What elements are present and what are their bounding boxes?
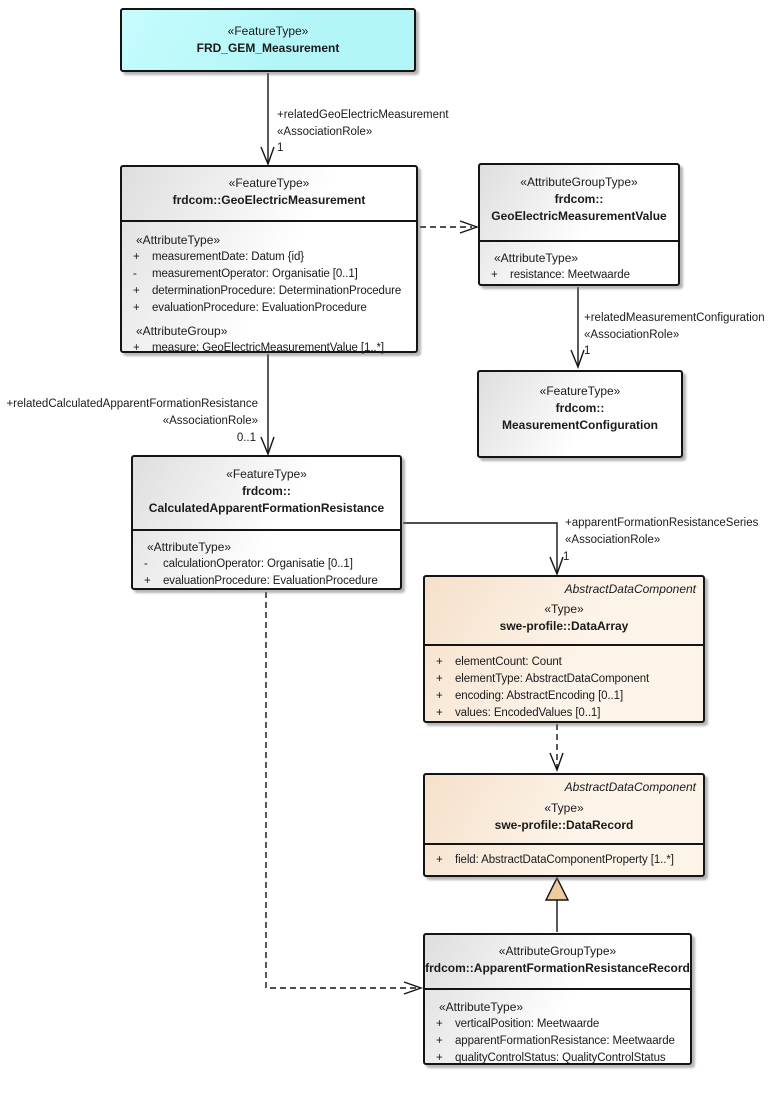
class-box-geoelectric-measurement-value[interactable]: «AttributeGroupType» frdcom:: GeoElectri…	[478, 163, 680, 286]
parent-class-label: AbstractDataComponent	[564, 582, 696, 596]
class-box-frd-gem-measurement[interactable]: «FeatureType» FRD_GEM_Measurement	[120, 8, 416, 72]
attribute-stereotype: «AttributeGroup»	[136, 324, 228, 338]
class-name: swe-profile::DataRecord	[494, 818, 634, 832]
attribute-row: -measurementOperator: Organisatie [0..1]	[133, 268, 358, 280]
association-role-name: +relatedCalculatedApparentFormationResis…	[6, 398, 258, 410]
association-role-stereotype: «AssociationRole»	[277, 126, 373, 138]
attribute-compartment: «AttributeType» +verticalPosition: Meetw…	[425, 988, 690, 1067]
stereotype-label: «Type»	[544, 602, 584, 616]
association-role-name: +relatedMeasurementConfiguration	[584, 312, 765, 324]
class-name: frdcom::ApparentFormationResistanceRecor…	[425, 961, 690, 975]
attribute-row: +qualityControlStatus: QualityControlSta…	[436, 1052, 666, 1064]
class-name: CalculatedApparentFormationResistance	[148, 501, 385, 515]
attribute-compartment: «AttributeType» +measurementDate: Datum …	[122, 220, 416, 357]
association-role-name: +apparentFormationResistanceSeries	[565, 517, 759, 529]
class-name: frdcom::	[555, 401, 605, 415]
stereotype-label: «FeatureType»	[539, 384, 621, 398]
class-name: frdcom::	[554, 192, 604, 206]
class-name: MeasurementConfiguration	[501, 418, 658, 432]
attribute-row: +evaluationProcedure: EvaluationProcedur…	[144, 575, 378, 587]
class-box-geoelectric-measurement[interactable]: «FeatureType» frdcom::GeoElectricMeasure…	[120, 165, 418, 354]
stereotype-label: «Type»	[544, 801, 584, 815]
class-box-calculated-apparent-formation-resistance[interactable]: «FeatureType» frdcom:: CalculatedApparen…	[131, 455, 402, 590]
association-apparent-formation-resistance-series[interactable]	[403, 522, 564, 576]
dependency-dataarray-to-datarecord[interactable]	[549, 724, 564, 772]
stereotype-label: «FeatureType»	[226, 467, 307, 481]
class-box-datarecord[interactable]: AbstractDataComponent «Type» swe-profile…	[423, 773, 705, 877]
association-related-calculated-afr[interactable]	[260, 354, 275, 456]
stereotype-label: «AttributeGroupType»	[520, 175, 638, 189]
attribute-row: +measure: GeoElectricMeasurementValue [1…	[133, 342, 384, 354]
association-role-stereotype: «AssociationRole»	[565, 534, 661, 546]
attribute-row: +elementType: AbstractDataComponent	[436, 673, 650, 685]
attribute-row: +resistance: Meetwaarde	[491, 269, 630, 281]
association-related-measurement-configuration[interactable]	[570, 287, 585, 369]
association-multiplicity: 0..1	[236, 432, 256, 444]
attribute-compartment: +elementCount: Count +elementType: Abstr…	[425, 644, 703, 722]
dependency-gem-to-gem-value[interactable]	[420, 220, 480, 234]
class-box-apparent-formation-resistance-record[interactable]: «AttributeGroupType» frdcom::ApparentFor…	[423, 933, 692, 1065]
class-name: swe-profile::DataArray	[499, 619, 629, 633]
association-role-stereotype: «AssociationRole»	[584, 329, 680, 341]
attribute-row: +elementCount: Count	[436, 656, 562, 668]
attribute-row: +measurementDate: Datum {id}	[133, 251, 304, 263]
association-multiplicity: 1	[563, 551, 570, 563]
attribute-row: +encoding: AbstractEncoding [0..1]	[436, 690, 624, 702]
attribute-row: +determinationProcedure: DeterminationPr…	[133, 285, 402, 297]
stereotype-label: «FeatureType»	[228, 176, 310, 190]
attribute-stereotype: «AttributeType»	[136, 233, 221, 247]
class-box-measurement-configuration[interactable]: «FeatureType» frdcom:: MeasurementConfig…	[477, 370, 683, 458]
stereotype-label: «FeatureType»	[227, 24, 309, 38]
attribute-row: -calculationOperator: Organisatie [0..1]	[144, 558, 353, 570]
attribute-stereotype: «AttributeType»	[439, 1000, 524, 1014]
attribute-row: +verticalPosition: Meetwaarde	[436, 1018, 600, 1030]
class-name: GeoElectricMeasurementValue	[491, 209, 667, 223]
association-role-name: +relatedGeoElectricMeasurement	[277, 109, 449, 121]
association-related-geoelectric-measurement[interactable]	[260, 73, 275, 166]
class-box-dataarray[interactable]: AbstractDataComponent «Type» swe-profile…	[423, 575, 705, 723]
association-multiplicity: 1	[584, 345, 591, 357]
class-name: FRD_GEM_Measurement	[196, 41, 340, 55]
attribute-compartment: «AttributeType» +resistance: Meetwaarde	[480, 240, 678, 284]
attribute-stereotype: «AttributeType»	[494, 251, 579, 265]
attribute-row: +field: AbstractDataComponentProperty [1…	[436, 854, 674, 866]
attribute-row: +values: EncodedValues [0..1]	[436, 707, 601, 719]
attribute-compartment: «AttributeType» -calculationOperator: Or…	[133, 529, 400, 590]
parent-class-label: AbstractDataComponent	[564, 780, 696, 794]
association-role-stereotype: «AssociationRole»	[162, 415, 258, 427]
association-multiplicity: 1	[277, 142, 284, 154]
attribute-compartment: +field: AbstractDataComponentProperty [1…	[425, 843, 703, 869]
generalization-afrr-to-datarecord[interactable]	[544, 876, 570, 932]
class-name: frdcom::	[242, 484, 291, 498]
dependency-cafr-to-afrr[interactable]	[265, 592, 424, 995]
attribute-stereotype: «AttributeType»	[147, 540, 232, 554]
stereotype-label: «AttributeGroupType»	[498, 944, 617, 958]
attribute-row: +apparentFormationResistance: Meetwaarde	[436, 1035, 675, 1047]
attribute-row: +evaluationProcedure: EvaluationProcedur…	[133, 302, 367, 314]
class-name: frdcom::GeoElectricMeasurement	[172, 193, 366, 207]
